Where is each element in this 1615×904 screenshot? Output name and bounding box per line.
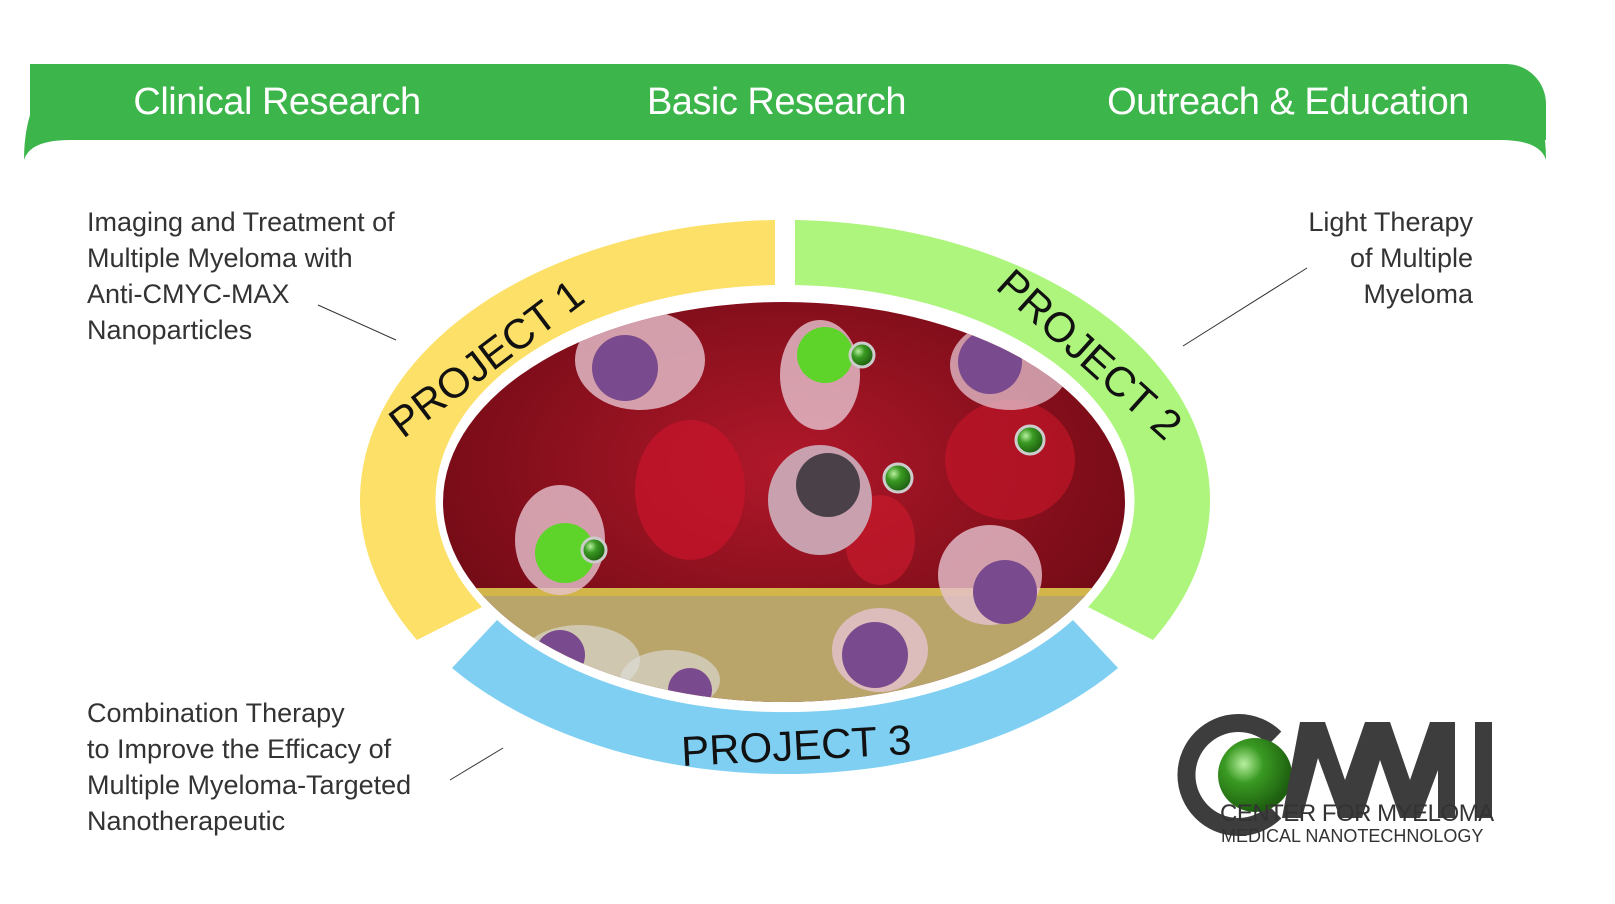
tab-basic-research[interactable]: Basic Research (533, 64, 1020, 140)
desc-line: of Multiple (1349, 243, 1473, 273)
desc-line: Light Therapy (1308, 207, 1473, 237)
desc-line: Nanotherapeutic (87, 806, 286, 836)
logo-line-2: MEDICAL NANOTECHNOLOGY (1221, 826, 1484, 846)
desc-line: Myeloma (1363, 279, 1473, 309)
blood-cells-illustration (443, 302, 1125, 702)
tab-label: Clinical Research (133, 80, 421, 123)
desc-line: Anti-CMYC-MAX (87, 279, 290, 309)
leader-line-project-3 (449, 747, 504, 781)
tab-outreach-education[interactable]: Outreach & Education (1030, 64, 1546, 140)
logo-sphere-icon (1218, 738, 1292, 812)
project-1-description: Imaging and Treatment of Multiple Myelom… (87, 204, 395, 348)
cmmn-logo (1177, 714, 1492, 836)
project-2-description: Light Therapy of Multiple Myeloma (1308, 204, 1473, 312)
desc-line: Combination Therapy (87, 698, 345, 728)
desc-line: Multiple Myeloma-Targeted (87, 770, 412, 800)
desc-line: Nanoparticles (87, 315, 253, 345)
leader-line-project-1 (317, 304, 397, 341)
project-3-ring[interactable] (452, 620, 1118, 775)
desc-line: to Improve the Efficacy of (87, 734, 392, 764)
desc-line: Imaging and Treatment of (87, 207, 395, 237)
project-3-description: Combination Therapy to Improve the Effic… (87, 695, 411, 839)
logo-line-1: CENTER FOR MYELOMA (1220, 800, 1494, 827)
desc-line: Multiple Myeloma with (87, 243, 353, 273)
leader-line-project-2 (1182, 267, 1308, 347)
tab-clinical-research[interactable]: Clinical Research (30, 64, 524, 140)
project-2-ring[interactable] (795, 220, 1211, 640)
tab-label: Outreach & Education (1107, 80, 1469, 123)
tab-label: Basic Research (646, 80, 907, 123)
project-1-ring[interactable] (359, 220, 775, 640)
